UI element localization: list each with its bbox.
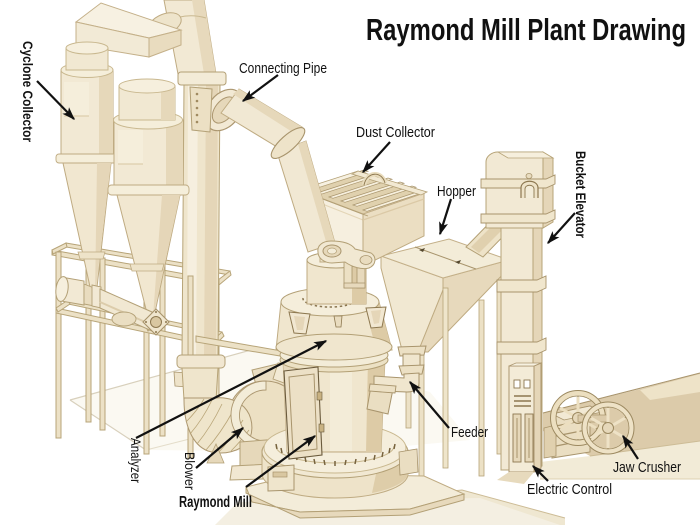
svg-text:Dust Collector: Dust Collector bbox=[356, 125, 435, 141]
svg-text:Cyclone Collector: Cyclone Collector bbox=[20, 41, 36, 142]
svg-text:Feeder: Feeder bbox=[451, 425, 488, 441]
svg-text:Bucket Elevator: Bucket Elevator bbox=[573, 151, 589, 238]
svg-text:Raymond Mill Plant Drawing: Raymond Mill Plant Drawing bbox=[366, 12, 686, 47]
svg-text:Raymond Mill: Raymond Mill bbox=[179, 494, 252, 511]
svg-text:Hopper: Hopper bbox=[437, 184, 476, 200]
svg-text:Jaw Crusher: Jaw Crusher bbox=[613, 460, 681, 476]
svg-text:Electric Control: Electric Control bbox=[527, 482, 612, 498]
svg-text:Connecting Pipe: Connecting Pipe bbox=[239, 61, 327, 77]
svg-text:Analyzer: Analyzer bbox=[128, 438, 144, 483]
svg-text:Blower: Blower bbox=[182, 452, 198, 490]
